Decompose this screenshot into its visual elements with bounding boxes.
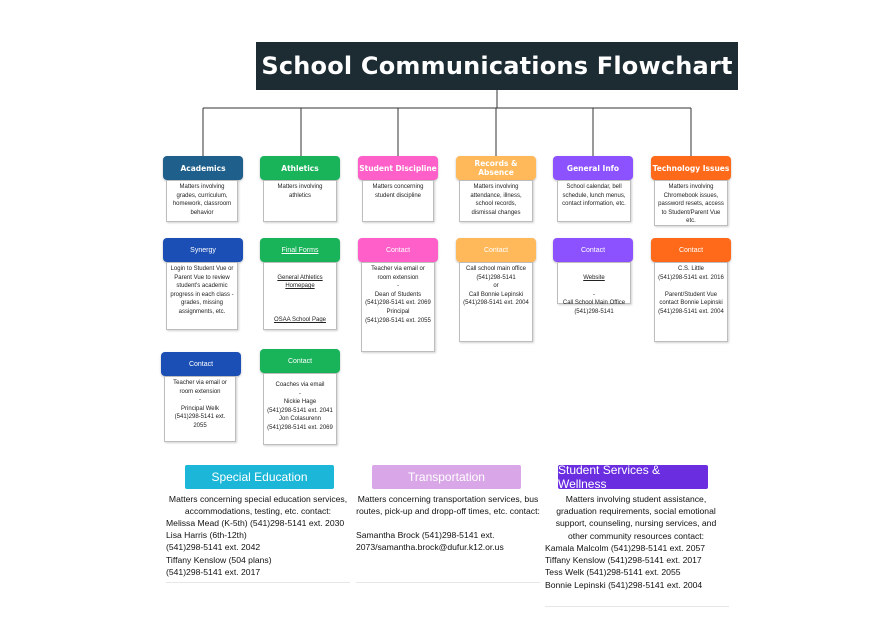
academics-header: Academics xyxy=(163,156,243,180)
discipline-contact-text: Teacher via email or room extension - De… xyxy=(361,262,435,352)
discipline-description: Matters concerning student discipline xyxy=(362,180,434,222)
synergy-text: Login to Student Vue or Parent Vue to re… xyxy=(166,262,238,330)
academics-description: Matters involving grades, curriculum, ho… xyxy=(166,180,238,222)
student-services-contacts: Kamala Malcolm (541)298-5141 ext. 2057 T… xyxy=(545,543,706,590)
records-description: Matters involving attendance, illness, s… xyxy=(459,180,533,222)
athletics-contact-text: Coaches via email - Nickie Hage (541)298… xyxy=(263,373,337,445)
discipline-contact-header: Contact xyxy=(358,238,438,262)
tech-issues-description: Matters involving Chromebook issues, pas… xyxy=(654,180,728,226)
transportation-intro: Matters concerning transportation servic… xyxy=(356,494,540,517)
athletics-header: Athletics xyxy=(260,156,340,180)
discipline-header: Student Discipline xyxy=(358,156,438,180)
records-contact-header: Contact xyxy=(456,238,536,262)
records-contact-text: Call school main office (541)298-5141 or… xyxy=(459,262,533,342)
tech-contact-text: C.S. Little (541)298-5141 ext. 2016 Pare… xyxy=(654,262,728,342)
academics-contact-text: Teacher via email or room extension - Pr… xyxy=(164,376,236,442)
records-header: Records & Absence xyxy=(456,156,536,180)
special-education-header: Special Education xyxy=(185,465,334,489)
osaa-school-page-link[interactable]: OSAA School Page xyxy=(273,316,327,323)
athletics-contact-header: Contact xyxy=(260,349,340,373)
athletics-description: Matters involving athletics xyxy=(263,180,337,222)
general-athletics-link[interactable]: General Athletics Homepage xyxy=(277,274,323,290)
page-title: School Communications Flowchart xyxy=(256,42,738,90)
divider xyxy=(545,606,729,607)
tech-issues-header: Technology Issues xyxy=(651,156,731,180)
student-services-header: Student Services & Wellness xyxy=(558,463,708,491)
general-info-contact-box: Website - Call School Main Office (541)2… xyxy=(557,262,631,315)
divider xyxy=(166,582,350,583)
divider xyxy=(356,582,540,583)
general-info-contact-text: - Call School Main Office (541)298-5141 xyxy=(562,291,626,315)
website-link[interactable]: Website xyxy=(583,274,605,281)
general-info-header: General Info xyxy=(553,156,633,180)
transportation-header: Transportation xyxy=(372,465,521,489)
tech-contact-header: Contact xyxy=(651,238,731,262)
final-forms-link[interactable]: Final Forms xyxy=(260,238,340,262)
synergy-header[interactable]: Synergy xyxy=(163,238,243,262)
transportation-contacts: Samantha Brock (541)298-5141 ext. 2073/s… xyxy=(356,530,504,553)
general-info-description: School calendar, bell schedule, lunch me… xyxy=(557,180,631,222)
athletics-links-box: General Athletics Homepage OSAA School P… xyxy=(263,262,337,330)
special-education-contacts: Melissa Mead (K-5th) (541)298-5141 ext. … xyxy=(166,518,345,577)
academics-contact-header: Contact xyxy=(161,352,241,376)
general-info-contact-header: Contact xyxy=(553,238,633,262)
student-services-intro: Matters involving student assistance, gr… xyxy=(555,494,717,541)
special-education-intro: Matters concerning special education ser… xyxy=(168,494,348,517)
